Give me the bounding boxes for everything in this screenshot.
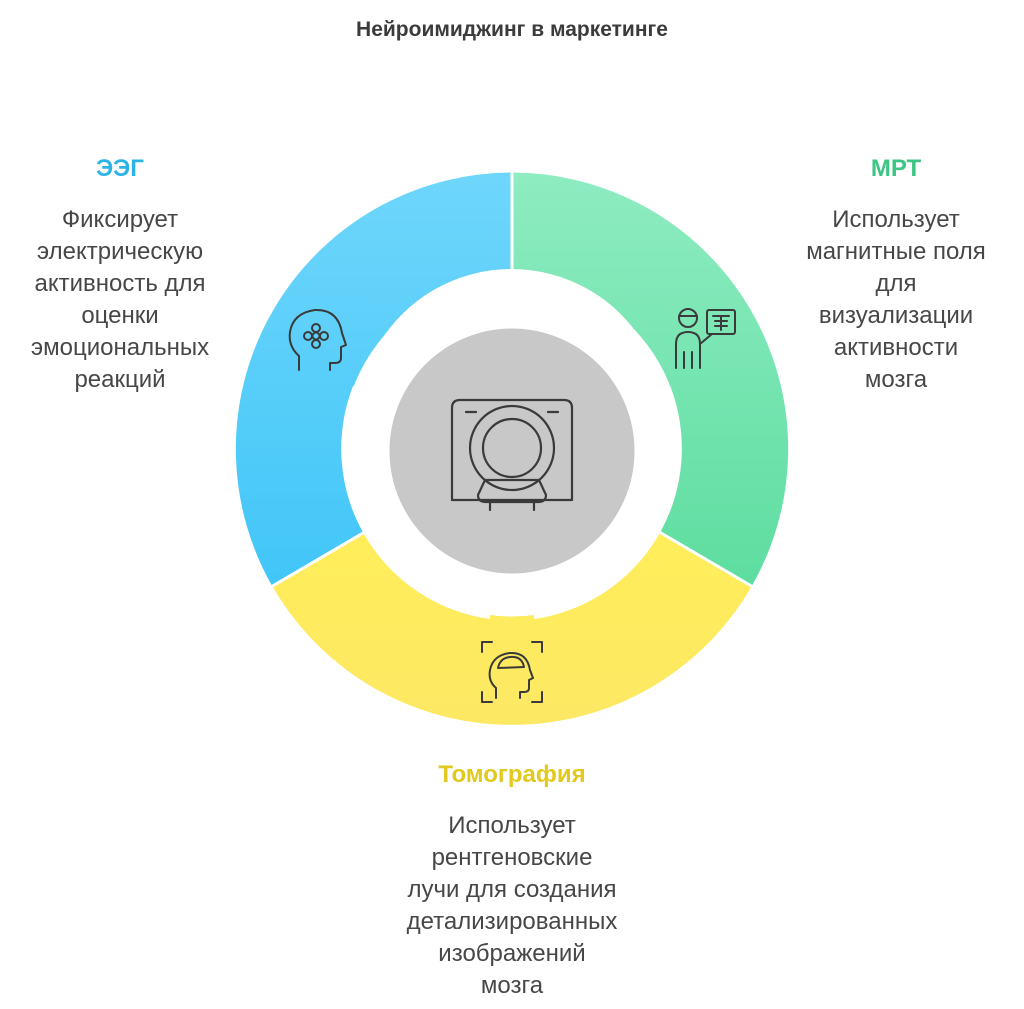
head-scan-icon bbox=[481, 641, 543, 703]
mrt-title: МРТ bbox=[870, 155, 922, 182]
inner-ring bbox=[341, 269, 682, 619]
tomography-label-block: Томография Использует рентгеновские лучи… bbox=[362, 760, 662, 1002]
doctor-xray-icon bbox=[675, 308, 736, 369]
ct-scanner-icon bbox=[450, 398, 574, 512]
eeg-title: ЭЭГ bbox=[96, 155, 144, 182]
tomography-description: Использует рентгеновские лучи для создан… bbox=[406, 812, 618, 999]
eeg-label-block: ЭЭГ Фиксирует электрическую активность д… bbox=[0, 154, 240, 396]
center-circle bbox=[386, 325, 638, 577]
tomography-title: Томография bbox=[438, 761, 586, 788]
mrt-label-block: МРТ Использует магнитные поля для визуал… bbox=[780, 154, 1012, 396]
page-title: Нейроимиджинг в маркетинге bbox=[356, 18, 668, 41]
head-flower-icon bbox=[288, 308, 347, 371]
eeg-description: Фиксирует электрическую активность для о… bbox=[30, 206, 210, 393]
mrt-description: Использует магнитные поля для визуализац… bbox=[806, 206, 986, 393]
